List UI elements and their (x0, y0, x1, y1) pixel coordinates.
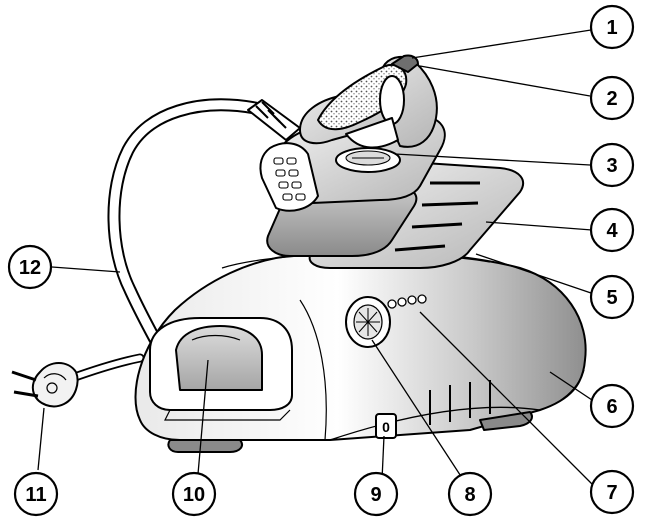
callout-11: 11 (13, 471, 59, 517)
callout-label: 7 (606, 482, 617, 504)
leader-lines (37, 29, 593, 485)
rest-grips (394, 181, 480, 252)
callout-4: 4 (589, 207, 635, 253)
callout-label: 10 (183, 484, 205, 506)
callout-label: 1 (606, 17, 617, 39)
callout-label: 11 (25, 484, 46, 506)
iron-rear-keypad (259, 142, 319, 212)
indicator-lights (387, 294, 427, 309)
callout-label: 6 (606, 396, 617, 418)
callout-9: 9 (353, 471, 399, 517)
iron-handle (299, 56, 438, 149)
iron-temperature-dial[interactable] (335, 147, 401, 173)
callout-label: 4 (606, 220, 618, 242)
callout-label: 5 (606, 287, 617, 309)
cord-strain-relief (247, 99, 301, 141)
callout-1: 1 (589, 4, 635, 50)
callout-3: 3 (589, 142, 635, 188)
mains-plug (11, 362, 79, 408)
callout-label: 8 (464, 484, 475, 506)
power-switch[interactable]: 0 (375, 413, 397, 439)
callout-10: 10 (171, 471, 217, 517)
control-panel (345, 294, 427, 348)
callout-label: 2 (606, 88, 617, 110)
callout-label: 3 (606, 155, 617, 177)
callout-2: 2 (589, 75, 635, 121)
water-tank (149, 317, 293, 421)
callout-label: 12 (19, 257, 41, 279)
vent-ribs (429, 380, 491, 425)
callout-6: 6 (589, 383, 635, 429)
power-switch-symbol: 0 (382, 419, 390, 435)
callout-5: 5 (589, 274, 635, 320)
callout-7: 7 (589, 469, 635, 515)
steam-iron (247, 54, 446, 257)
callout-12: 12 (7, 244, 53, 290)
callout-label: 9 (370, 484, 381, 506)
callout-8: 8 (447, 471, 493, 517)
